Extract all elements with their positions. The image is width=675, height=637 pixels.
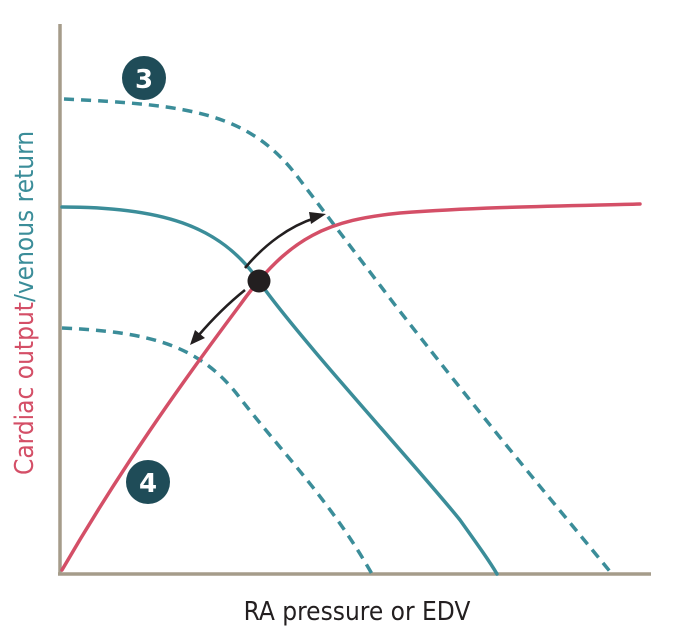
badge-3-label: 3 xyxy=(135,65,153,95)
badge-4: 4 xyxy=(126,460,170,504)
arrow-head-up xyxy=(309,212,326,224)
equilibrium-point xyxy=(247,269,271,293)
badge-4-circle xyxy=(126,460,170,504)
y-axis-label-cardiac: Cardiac output xyxy=(10,302,40,475)
cardiac-output-curve xyxy=(60,202,642,572)
arrow-head-down xyxy=(190,330,205,345)
venous-return-curve xyxy=(60,205,499,576)
badge-3-circle xyxy=(122,56,166,100)
venous-return-curve-decreased xyxy=(61,326,374,575)
y-axis-label-separator: / xyxy=(10,294,40,302)
y-axis-label: Cardiac output/venous return xyxy=(10,131,40,475)
badge-4-label: 4 xyxy=(139,469,157,499)
badge-3: 3 xyxy=(122,56,166,100)
venous-return-curve-increased xyxy=(63,97,614,576)
y-axis-label-venous: venous return xyxy=(10,131,40,294)
arrow-shift-up xyxy=(244,216,316,269)
x-axis-label: RA pressure or EDV xyxy=(244,597,471,627)
arrow-shift-down xyxy=(197,288,246,337)
